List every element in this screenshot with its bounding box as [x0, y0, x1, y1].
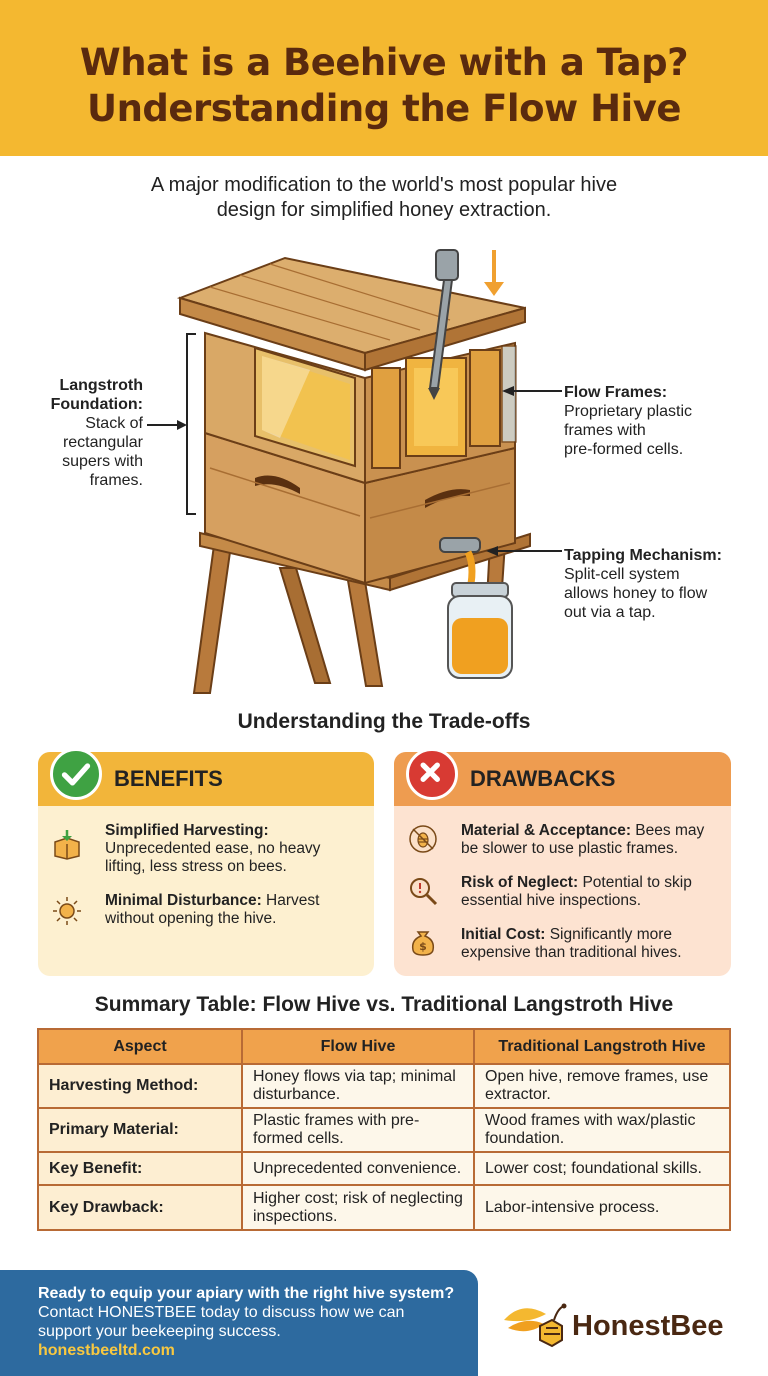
magnifier-icon — [410, 878, 438, 906]
bee-logo-icon — [504, 1303, 567, 1348]
flow-key — [428, 249, 459, 400]
footer-line3: support your beekeeping success. — [38, 1323, 281, 1340]
benefit-line: without opening the hive. — [105, 910, 277, 927]
drawback-label: Initial Cost: — [461, 926, 546, 943]
benefit-text: Simplified Harvesting: Unprecedented eas… — [105, 822, 365, 876]
table-row: Primary Material: Plastic frames with pr… — [37, 1107, 731, 1153]
callout-langstroth-body: supers with — [62, 453, 143, 470]
callout-flow-frames-body: frames with — [564, 422, 646, 439]
drawbacks-panel: DRAWBACKS Material & Acceptance: Bees ma… — [394, 748, 731, 976]
drawback-label: Material & Acceptance: — [461, 822, 631, 839]
subtitle-line2: design for simplified honey extraction. — [216, 199, 552, 221]
callout-langstroth-body: Stack of — [85, 415, 143, 432]
down-arrow-icon — [484, 250, 504, 296]
callout-langstroth-body: rectangular — [62, 434, 143, 451]
table-cell-aspect: Key Benefit: — [37, 1151, 243, 1186]
footer-text: Ready to equip your apiary with the righ… — [38, 1284, 468, 1360]
benefits-header: BENEFITS — [38, 748, 374, 806]
callout-langstroth-title2: Foundation: — [50, 396, 143, 413]
drawback-line: Potential to skip — [578, 874, 692, 891]
subtitle-line1: A major modification to the world's most… — [150, 174, 618, 196]
drawbacks-header: DRAWBACKS — [394, 748, 731, 806]
svg-text:$: $ — [419, 940, 427, 953]
drawback-line: Significantly more — [545, 926, 673, 943]
table-cell-flow: Plastic frames with pre-formed cells. — [241, 1107, 475, 1153]
page-title-line1: What is a Beehive with a Tap? — [79, 41, 689, 84]
tradeoffs-title: Understanding the Trade-offs — [237, 710, 531, 733]
benefit-line: Unprecedented ease, no heavy — [105, 840, 321, 857]
table-cell-traditional: Lower cost; foundational skills. — [473, 1151, 731, 1186]
box-icon — [54, 830, 80, 860]
drawback-line: essential hive inspections. — [461, 892, 642, 909]
table-header-row: Aspect Flow Hive Traditional Langstroth … — [37, 1028, 731, 1065]
table-row: Harvesting Method: Honey flows via tap; … — [37, 1063, 731, 1109]
drawback-text: Initial Cost: Significantly more expensi… — [461, 926, 721, 962]
drawback-text: Risk of Neglect: Potential to skip essen… — [461, 874, 721, 910]
table-row: Key Drawback: Higher cost; risk of negle… — [37, 1184, 731, 1231]
brand-name: HonestBee — [572, 1310, 724, 1342]
benefit-text: Minimal Disturbance: Harvest without ope… — [105, 892, 365, 928]
bee-icon — [409, 825, 437, 853]
benefit-label: Simplified Harvesting: — [105, 822, 269, 839]
table-cell-traditional: Labor-intensive process. — [473, 1184, 731, 1231]
benefit-line: lifting, less stress on bees. — [105, 858, 287, 875]
footer-line1: Ready to equip your apiary with the righ… — [38, 1285, 455, 1302]
tap-callout-arrow — [486, 546, 562, 556]
benefit-line: Harvest — [261, 892, 320, 909]
drawback-line: expensive than traditional hives. — [461, 944, 682, 961]
callout-flow-frames-body: Proprietary plastic — [564, 403, 693, 420]
drawback-label: Risk of Neglect: — [461, 874, 579, 891]
callout-tapping-body: out via a tap. — [564, 604, 656, 621]
check-icon — [50, 748, 102, 800]
table-cell-aspect: Primary Material: — [37, 1107, 243, 1153]
honestbee-logo: HonestBee — [500, 1296, 750, 1358]
money-bag-icon: $ — [411, 931, 435, 956]
drawback-line: Bees may — [631, 822, 705, 839]
table-cell-aspect: Harvesting Method: — [37, 1063, 243, 1109]
callout-flow-frames-body: pre-formed cells. — [564, 441, 684, 458]
cross-icon — [406, 748, 458, 800]
footer-website-link[interactable]: honestbeeltd.com — [38, 1342, 175, 1359]
langstroth-bracket — [186, 333, 196, 515]
summary-table-title: Summary Table: Flow Hive vs. Traditional… — [94, 993, 674, 1016]
benefits-title: BENEFITS — [114, 766, 223, 791]
callout-tapping-body: allows honey to flow — [564, 585, 708, 602]
flow-frames — [371, 345, 517, 469]
callout-tapping-body: Split-cell system — [564, 566, 680, 583]
honey-jar — [447, 582, 513, 679]
left-callout-arrow — [147, 420, 187, 430]
summary-table: Aspect Flow Hive Traditional Langstroth … — [37, 1028, 731, 1231]
column-header: Aspect — [37, 1028, 243, 1065]
table-row: Key Benefit: Unprecedented convenience. … — [37, 1151, 731, 1186]
sun-icon — [53, 897, 81, 925]
page-title: What is a Beehive with a Tap? Understand… — [0, 40, 768, 132]
benefits-panel: BENEFITS Simplified Harvesting: Unpreced… — [38, 748, 374, 976]
callout-tapping: Tapping Mechanism: Split-cell system all… — [564, 546, 754, 622]
column-header: Traditional Langstroth Hive — [473, 1028, 731, 1065]
footer-line2: Contact HONESTBEE today to discuss how w… — [38, 1304, 405, 1321]
header-banner: What is a Beehive with a Tap? Understand… — [0, 0, 768, 156]
flow-hive-illustration — [176, 249, 531, 694]
callout-flow-frames-title: Flow Frames: — [564, 384, 668, 401]
drawback-text: Material & Acceptance: Bees may be slowe… — [461, 822, 721, 858]
callout-flow-frames: Flow Frames: Proprietary plastic frames … — [564, 383, 754, 459]
footer-cta: Ready to equip your apiary with the righ… — [0, 1270, 478, 1376]
page-title-line2: Understanding the Flow Hive — [87, 87, 681, 130]
benefit-label: Minimal Disturbance: — [105, 892, 262, 909]
table-cell-aspect: Key Drawback: — [37, 1184, 243, 1231]
flow-frames-callout-arrow — [502, 386, 562, 396]
page-subtitle: A major modification to the world's most… — [80, 173, 688, 223]
callout-langstroth-title1: Langstroth — [59, 377, 143, 394]
drawbacks-title: DRAWBACKS — [470, 766, 616, 791]
callout-langstroth: Langstroth Foundation: Stack of rectangu… — [20, 376, 143, 490]
column-header: Flow Hive — [241, 1028, 475, 1065]
callout-langstroth-body: frames. — [89, 472, 143, 489]
table-cell-flow: Unprecedented convenience. — [241, 1151, 475, 1186]
callout-tapping-title: Tapping Mechanism: — [564, 547, 722, 564]
drawback-line: be slower to use plastic frames. — [461, 840, 679, 857]
